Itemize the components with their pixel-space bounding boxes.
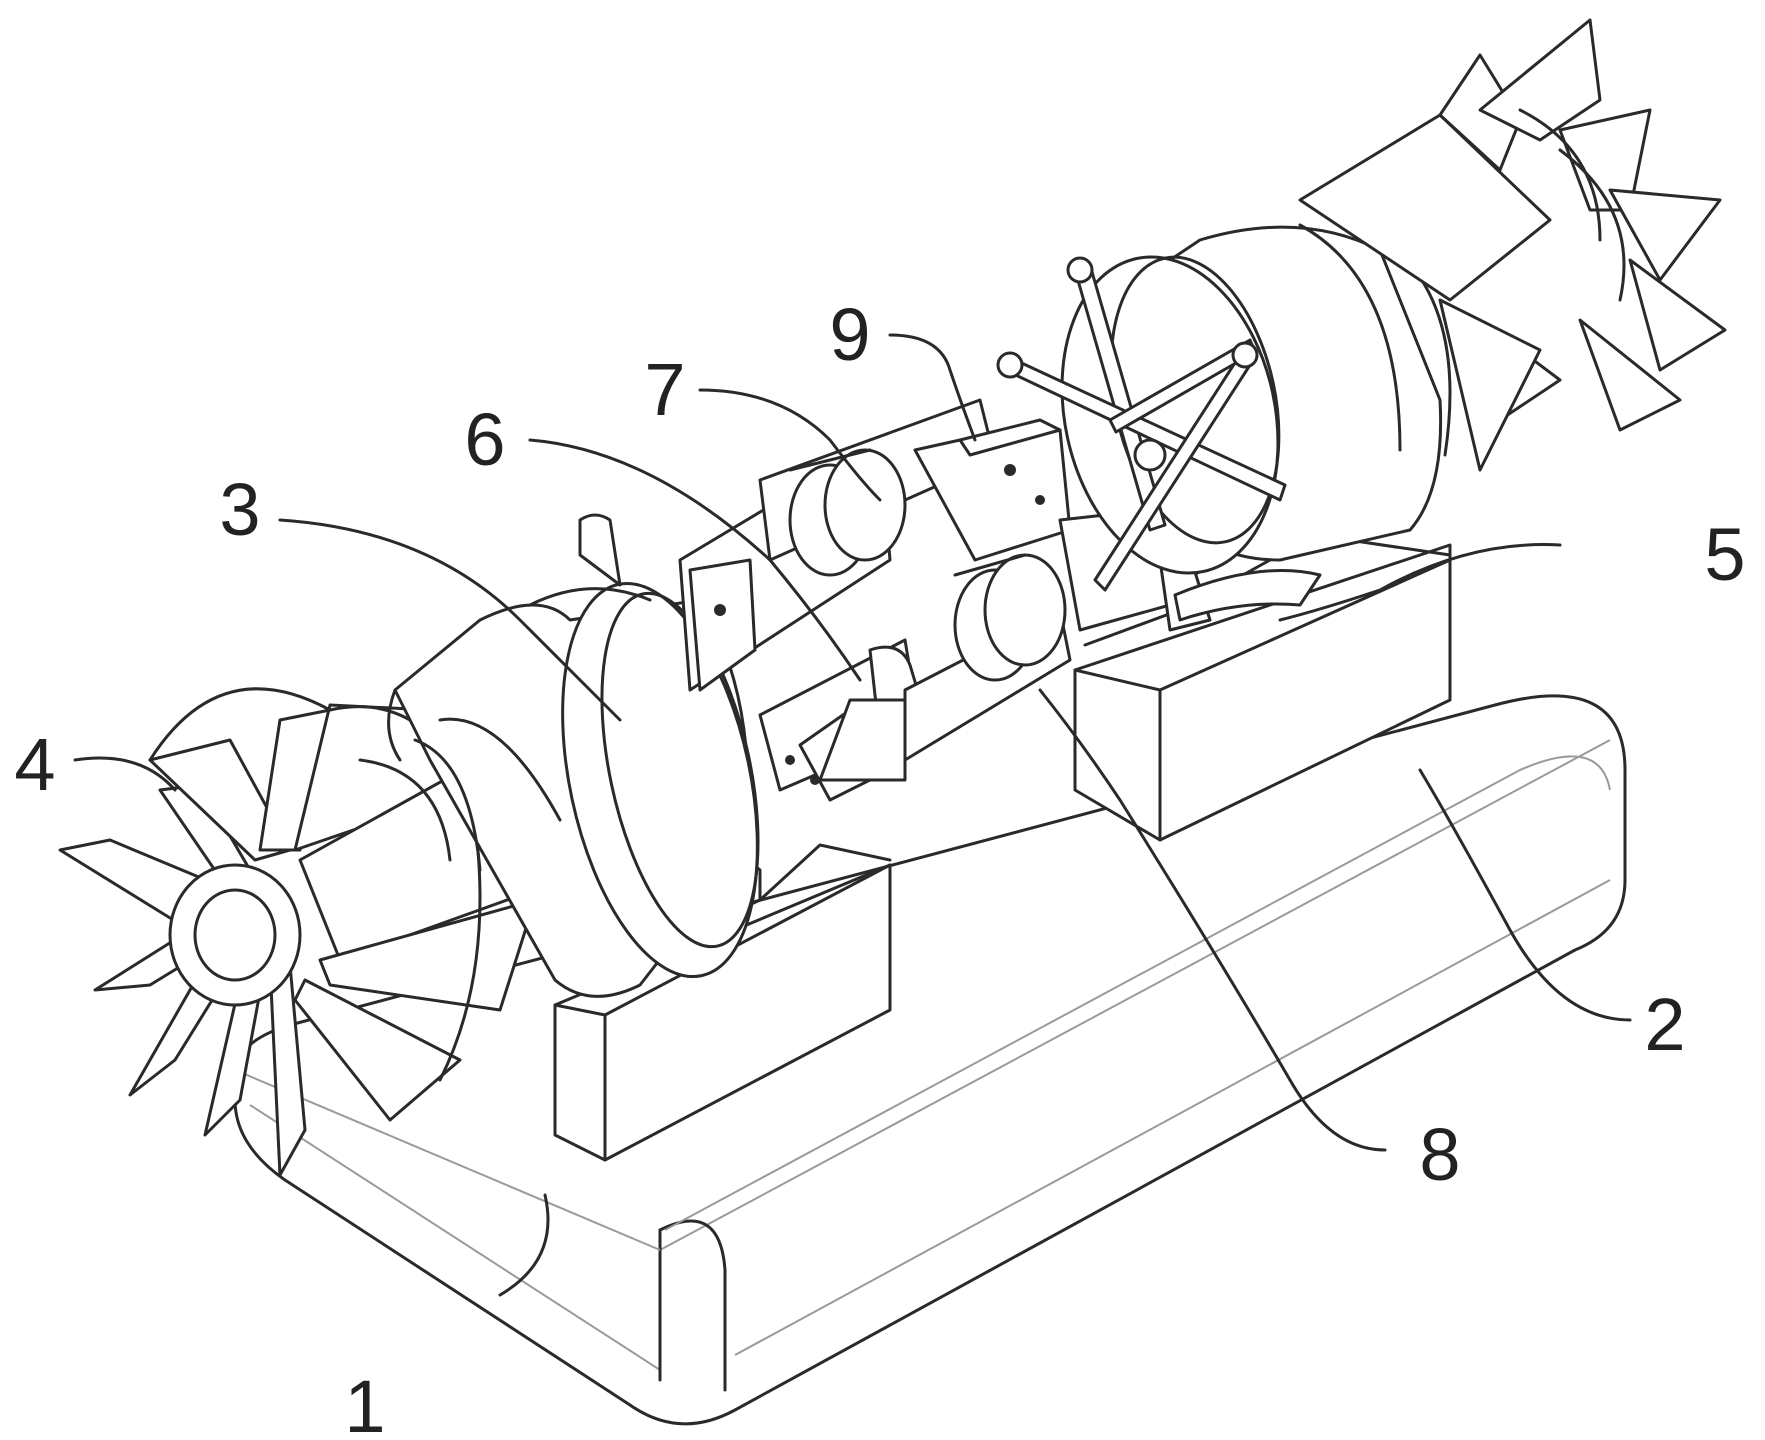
- label-6: 6: [464, 398, 505, 481]
- label-4: 4: [14, 723, 55, 806]
- left-pedestal: [553, 843, 892, 1162]
- label-7: 7: [644, 348, 685, 431]
- right-propeller: [1298, 18, 1727, 472]
- label-1: 1: [344, 1365, 385, 1440]
- bearing-couplings: [788, 448, 1067, 682]
- label-3: 3: [219, 468, 260, 551]
- right-hub: [1060, 223, 1452, 575]
- reference-numerals: 1 2 3 4 5 6 7 8 9: [14, 293, 1745, 1440]
- label-5: 5: [1704, 513, 1745, 596]
- right-bearing-detail: [1173, 569, 1322, 622]
- label-9: 9: [829, 293, 870, 376]
- right-spoke-wheel: [996, 256, 1287, 592]
- label-8: 8: [1419, 1113, 1460, 1196]
- label-2: 2: [1644, 983, 1685, 1066]
- leader-lines: [73, 333, 1632, 1297]
- left-propeller: [58, 687, 542, 1177]
